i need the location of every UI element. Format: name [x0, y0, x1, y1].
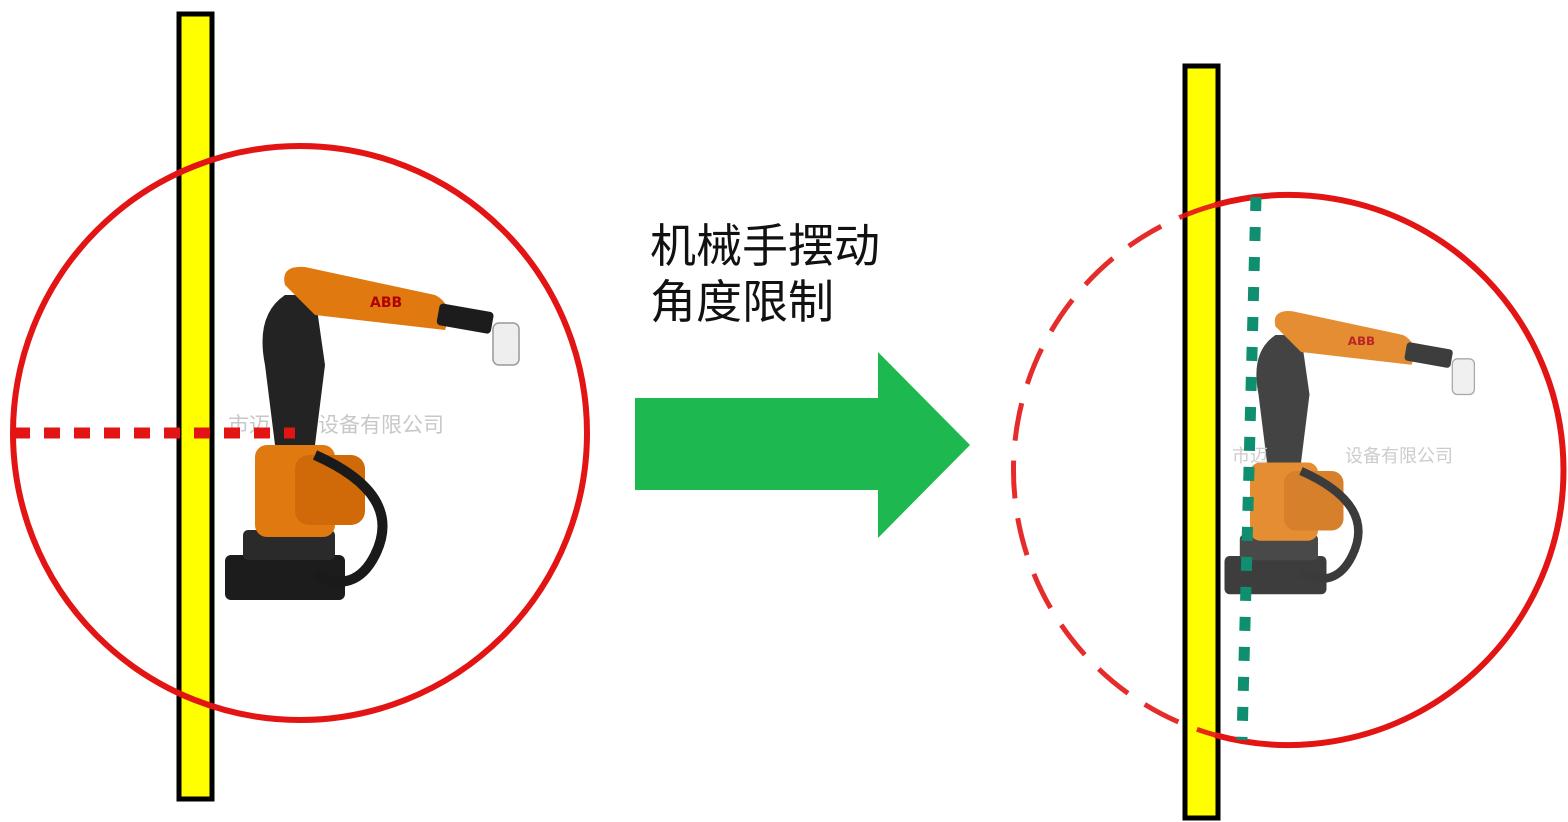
work-envelope-circle-left: [10, 143, 590, 723]
barrier-left: [176, 11, 215, 802]
swing-limit-line: [1236, 196, 1262, 741]
restricted-swing-arc: [1010, 202, 1216, 738]
left-panel: 市迈 设备有限公司: [10, 11, 590, 802]
barrier-right: [1182, 63, 1221, 821]
right-panel: 市迈 设备有限公司: [1010, 63, 1567, 821]
caption-line-2: 角度限制: [650, 275, 834, 329]
transition-arrow: [635, 352, 970, 538]
caption-line-1: 机械手摆动: [650, 219, 880, 273]
right-watermark: 市迈: [1232, 446, 1268, 467]
allowed-swing-arc: [1214, 192, 1567, 748]
left-watermark-tail: 设备有限公司: [318, 413, 444, 437]
right-watermark-tail: 设备有限公司: [1345, 446, 1453, 467]
